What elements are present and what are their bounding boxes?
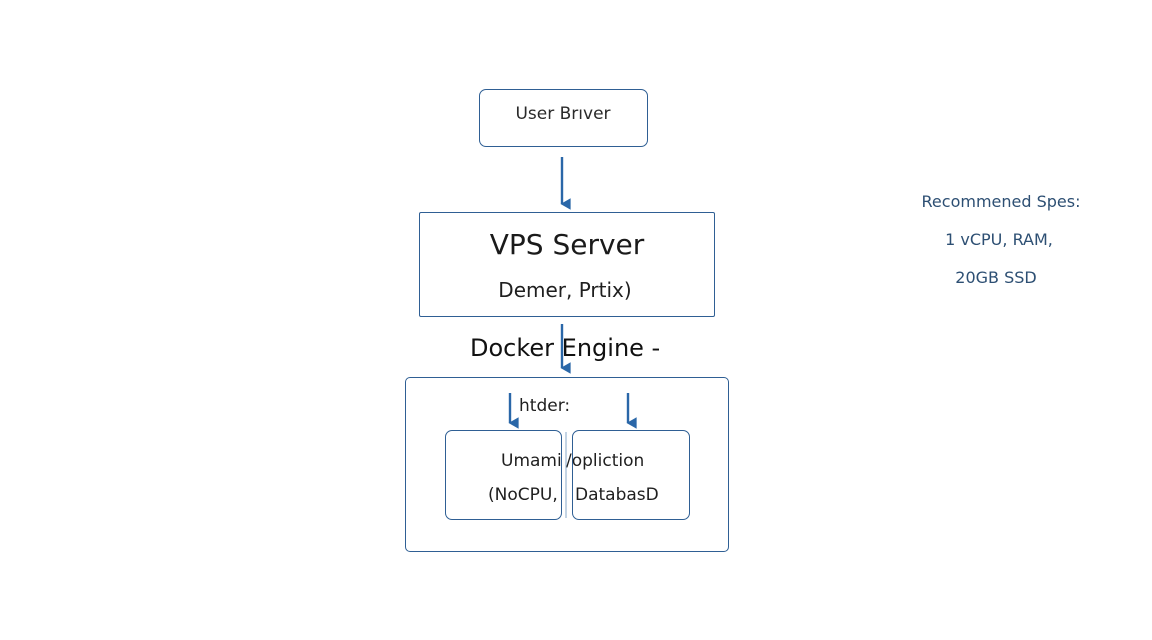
docker-engine-label: Docker Engine -: [470, 334, 661, 362]
vps-server-node: [419, 212, 715, 317]
specs-heading: Recommened Spes:: [921, 192, 1081, 211]
specs-line1: 1 vCPU, RAM,: [945, 230, 1053, 249]
specs-line2: 20GB SSD: [955, 268, 1037, 287]
user-browser-node: [479, 89, 648, 147]
container-label: htder:: [519, 396, 571, 416]
vps-server-subtitle: Demer, Prtix): [498, 278, 632, 302]
vps-server-title: VPS Server: [489, 228, 645, 261]
database-node: [572, 430, 690, 520]
umami-app-line1: Umami: [501, 451, 562, 471]
umami-app-line2: (NoCPU,: [488, 485, 558, 505]
user-browser-label: User Brıver: [515, 104, 611, 124]
database-line2: DatabasD: [575, 485, 659, 505]
database-line1: /opliction: [566, 451, 645, 471]
umami-app-node: [445, 430, 562, 520]
